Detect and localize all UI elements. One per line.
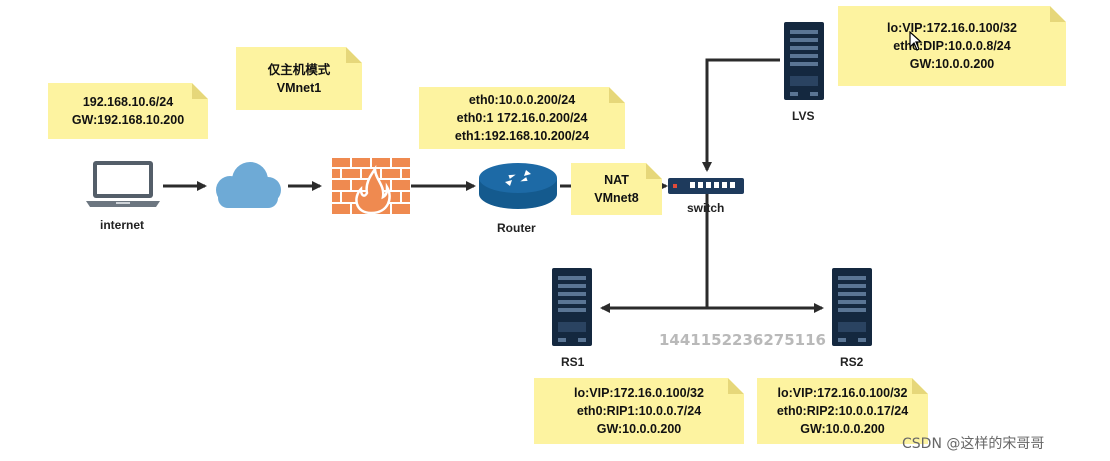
cloud-icon — [216, 162, 281, 208]
router-icon — [479, 163, 557, 209]
firewall-icon — [331, 157, 411, 215]
cursor-icon — [909, 31, 923, 51]
note-lvs: lo:VIP:172.16.0.100/32 eth0:DIP:10.0.0.8… — [838, 6, 1066, 86]
router-label: Router — [497, 221, 536, 235]
note-router-interfaces: eth0:10.0.0.200/24 eth0:1 172.16.0.200/2… — [419, 87, 625, 149]
switch-icon — [668, 178, 744, 194]
note-rs2: lo:VIP:172.16.0.100/32 eth0:RIP2:10.0.0.… — [757, 378, 928, 444]
server-icon — [784, 22, 824, 100]
server-icon — [552, 268, 592, 346]
switch-label: switch — [687, 201, 725, 215]
internet-label: internet — [100, 218, 145, 232]
link-lvs-switch — [702, 58, 780, 172]
server-icon — [832, 268, 872, 346]
watermark-text: 1441152236275116 — [659, 331, 826, 349]
note-host-only: 仅主机模式 VMnet1 — [236, 47, 362, 110]
note-nat: NAT VMnet8 — [571, 163, 662, 215]
note-rs1: lo:VIP:172.16.0.100/32 eth0:RIP1:10.0.0.… — [534, 378, 744, 444]
laptop-icon — [86, 161, 160, 207]
rs2-label: RS2 — [840, 355, 864, 369]
note-internet-network: 192.168.10.6/24 GW:192.168.10.200 — [48, 83, 208, 139]
rs1-label: RS1 — [561, 355, 585, 369]
lvs-label: LVS — [792, 109, 815, 123]
csdn-credit: CSDN @这样的宋哥哥 — [902, 436, 1045, 452]
